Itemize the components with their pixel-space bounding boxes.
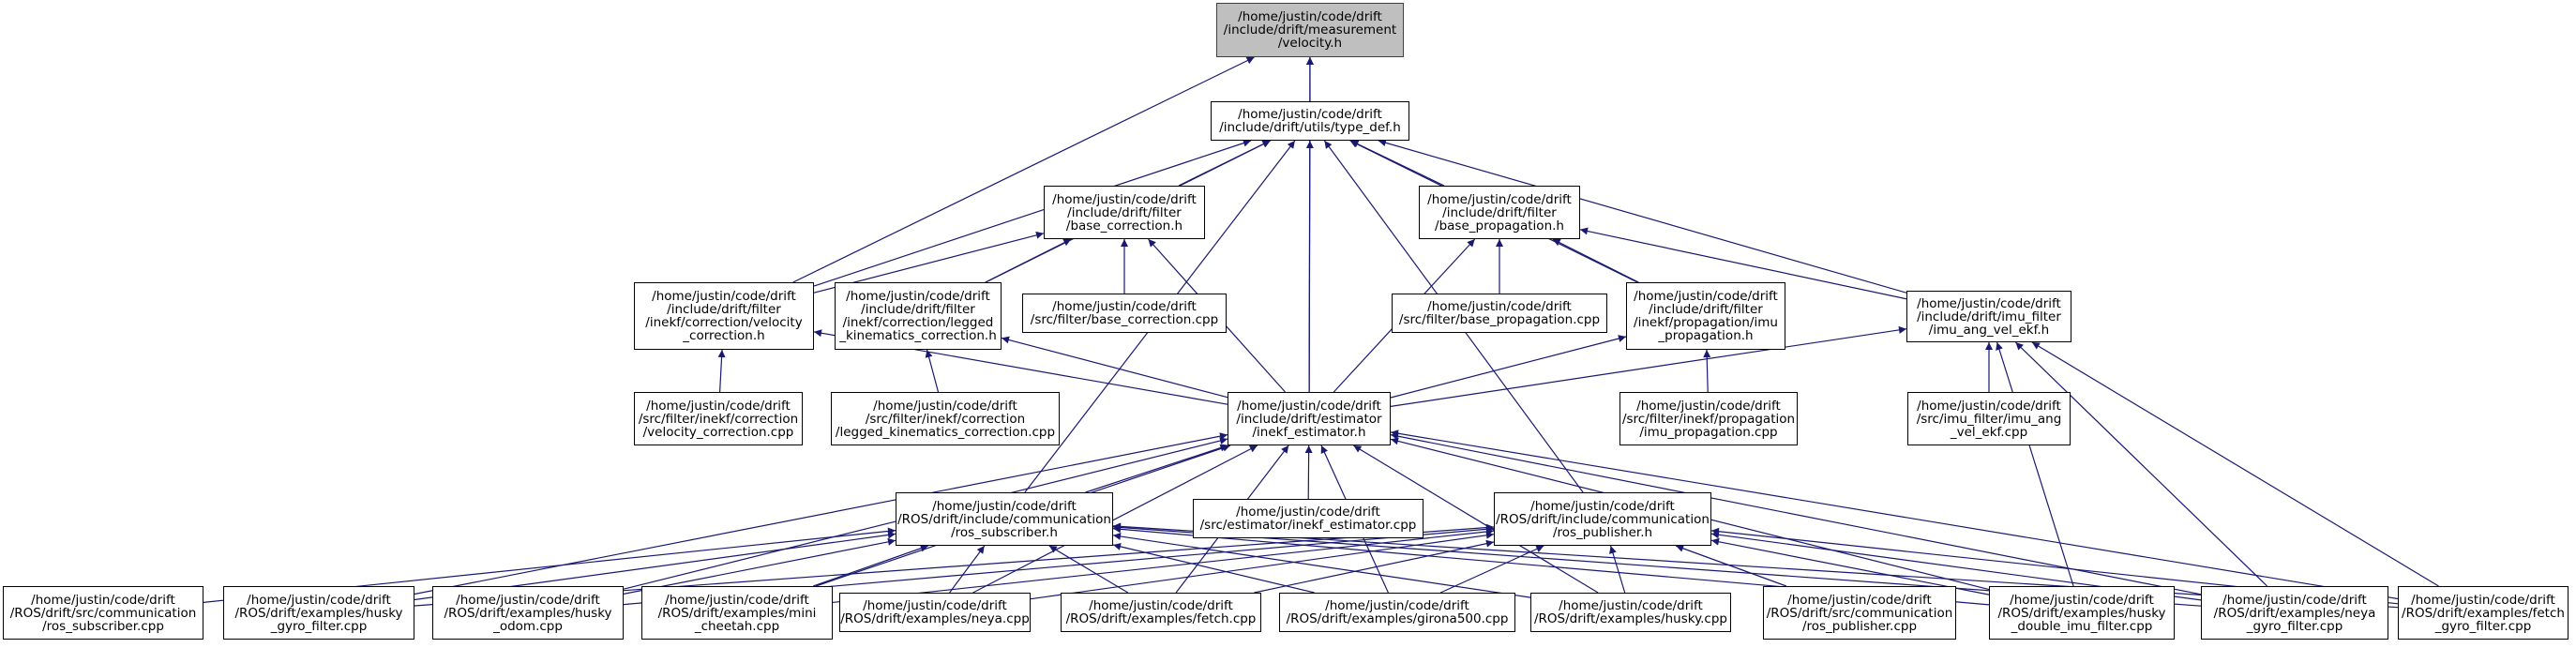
edge-neya-gyro-filter-cpp-to-imu-ang-vel-ekf-h bbox=[2014, 341, 2268, 587]
node-base-propagation-cpp[interactable]: /home/justin/code/drift /src/filter/base… bbox=[1392, 294, 1607, 333]
node-ros-publisher-cpp[interactable]: /home/justin/code/drift /ROS/drift/src/c… bbox=[1763, 586, 1956, 640]
node-imu-propagation-h[interactable]: /home/justin/code/drift /include/drift/f… bbox=[1626, 282, 1785, 350]
edge-fetch-gyro-filter-cpp-to-inekf-estimator-h bbox=[1390, 429, 2399, 600]
edge-mini-cheetah-cpp-to-ros-subscriber-h bbox=[813, 544, 928, 587]
node-inekf-estimator-h[interactable]: /home/justin/code/drift /include/drift/e… bbox=[1228, 392, 1391, 445]
edge-inekf-estimator-h-to-type-def-h bbox=[1305, 140, 1314, 393]
node-velocity-correction-h[interactable]: /home/justin/code/drift /include/drift/f… bbox=[634, 282, 814, 350]
node-velocity-h: /home/justin/code/drift /include/drift/m… bbox=[1216, 3, 1404, 57]
edge-fetch-cpp-to-ros-publisher-h bbox=[1254, 539, 1495, 594]
edge-velocity-correction-cpp-to-velocity-correction-h bbox=[717, 349, 726, 393]
edge-velocity-correction-h-to-velocity-h bbox=[792, 56, 1255, 283]
node-base-correction-h[interactable]: /home/justin/code/drift /include/drift/f… bbox=[1044, 186, 1205, 239]
edge-neya-cpp-to-ros-subscriber-h bbox=[949, 545, 986, 594]
edge-neya-cpp-to-inekf-estimator-h bbox=[972, 445, 1258, 594]
edge-fetch-cpp-to-ros-subscriber-h bbox=[1048, 545, 1129, 594]
edge-legged-kinematics-correction-h-to-base-correction-h bbox=[985, 238, 1072, 283]
node-base-correction-cpp[interactable]: /home/justin/code/drift /src/filter/base… bbox=[1022, 294, 1227, 333]
node-legged-kinematics-correction-cpp[interactable]: /home/justin/code/drift /src/filter/inek… bbox=[831, 392, 1060, 445]
edge-inekf-estimator-h-to-legged-kinematics-correction-h bbox=[1001, 336, 1228, 399]
node-inekf-estimator-cpp[interactable]: /home/justin/code/drift /src/estimator/i… bbox=[1193, 499, 1424, 538]
node-type-def-h[interactable]: /home/justin/code/drift /include/drift/u… bbox=[1211, 101, 1409, 141]
node-husky-cpp[interactable]: /home/justin/code/drift /ROS/drift/examp… bbox=[1530, 593, 1731, 632]
edge-legged-kinematics-correction-cpp-to-legged-kinematics-correction-h bbox=[925, 349, 940, 393]
node-imu-ang-vel-ekf-cpp[interactable]: /home/justin/code/drift /src/imu_filter/… bbox=[1907, 392, 2071, 445]
node-imu-propagation-cpp[interactable]: /home/justin/code/drift /src/filter/inek… bbox=[1619, 392, 1798, 445]
edge-husky-double-imu-filter-cpp-to-ros-publisher-h bbox=[1710, 537, 1990, 595]
edge-girona500-cpp-to-ros-publisher-h bbox=[1439, 545, 1544, 594]
node-ros-subscriber-h[interactable]: /home/justin/code/drift /ROS/drift/inclu… bbox=[896, 492, 1113, 546]
node-ros-publisher-h[interactable]: /home/justin/code/drift /ROS/drift/inclu… bbox=[1494, 492, 1711, 546]
edge-husky-cpp-to-inekf-estimator-h bbox=[1352, 445, 1599, 594]
edge-imu-propagation-cpp-to-imu-propagation-h bbox=[1703, 349, 1711, 393]
edge-inekf-estimator-h-to-imu-propagation-h bbox=[1390, 335, 1627, 399]
node-husky-double-imu-filter-cpp[interactable]: /home/justin/code/drift /ROS/drift/examp… bbox=[1989, 586, 2175, 640]
edge-neya-cpp-to-ros-publisher-h bbox=[1030, 531, 1495, 600]
node-velocity-correction-cpp[interactable]: /home/justin/code/drift /src/filter/inek… bbox=[634, 392, 803, 445]
edge-inekf-estimator-cpp-to-inekf-estimator-h bbox=[1304, 445, 1313, 500]
edge-husky-cpp-to-ros-subscriber-h bbox=[1112, 533, 1531, 598]
edge-ros-subscriber-h-to-inekf-estimator-h bbox=[1085, 444, 1228, 493]
node-legged-kinematics-correction-h[interactable]: /home/justin/code/drift /include/drift/f… bbox=[835, 282, 1002, 350]
edge-imu-ang-vel-ekf-h-to-base-propagation-h bbox=[1579, 227, 1907, 300]
edge-ros-publisher-cpp-to-ros-publisher-h bbox=[1675, 544, 1787, 587]
node-girona500-cpp[interactable]: /home/justin/code/drift /ROS/drift/examp… bbox=[1279, 593, 1515, 632]
edge-husky-gyro-filter-cpp-to-inekf-estimator-h bbox=[414, 432, 1228, 595]
edge-fetch-gyro-filter-cpp-to-imu-ang-vel-ekf-h bbox=[2031, 341, 2439, 587]
edge-mini-cheetah-cpp-to-ros-publisher-h bbox=[832, 527, 1495, 603]
node-imu-ang-vel-ekf-h[interactable]: /home/justin/code/drift /include/drift/i… bbox=[1906, 291, 2071, 342]
edge-husky-double-imu-filter-cpp-to-imu-ang-vel-ekf-h bbox=[1996, 341, 2074, 587]
edge-husky-cpp-to-ros-publisher-h bbox=[1609, 545, 1626, 594]
node-neya-cpp[interactable]: /home/justin/code/drift /ROS/drift/examp… bbox=[839, 593, 1031, 632]
edge-inekf-estimator-h-to-imu-ang-vel-ekf-h bbox=[1390, 325, 1907, 407]
edge-imu-propagation-h-to-base-propagation-h bbox=[1552, 238, 1639, 283]
edge-husky-odom-cpp-to-ros-subscriber-h bbox=[623, 537, 896, 595]
node-fetch-cpp[interactable]: /home/justin/code/drift /ROS/drift/examp… bbox=[1061, 593, 1261, 632]
node-husky-gyro-filter-cpp[interactable]: /home/justin/code/drift /ROS/drift/examp… bbox=[223, 586, 414, 640]
edge-velocity-correction-h-to-type-def-h bbox=[813, 139, 1252, 287]
node-fetch-gyro-filter-cpp[interactable]: /home/justin/code/drift /ROS/drift/examp… bbox=[2398, 586, 2568, 640]
edge-imu-ang-vel-ekf-h-to-type-def-h bbox=[1378, 139, 1907, 294]
node-husky-odom-cpp[interactable]: /home/justin/code/drift /ROS/drift/examp… bbox=[432, 586, 624, 640]
edge-neya-gyro-filter-cpp-to-inekf-estimator-h bbox=[1390, 432, 2202, 595]
node-mini-cheetah-cpp[interactable]: /home/justin/code/drift /ROS/drift/examp… bbox=[641, 586, 833, 640]
node-base-propagation-h[interactable]: /home/justin/code/drift /include/drift/f… bbox=[1419, 186, 1580, 239]
node-ros-subscriber-cpp[interactable]: /home/justin/code/drift /ROS/drift/src/c… bbox=[3, 586, 203, 640]
node-neya-gyro-filter-cpp[interactable]: /home/justin/code/drift /ROS/drift/examp… bbox=[2201, 586, 2388, 640]
